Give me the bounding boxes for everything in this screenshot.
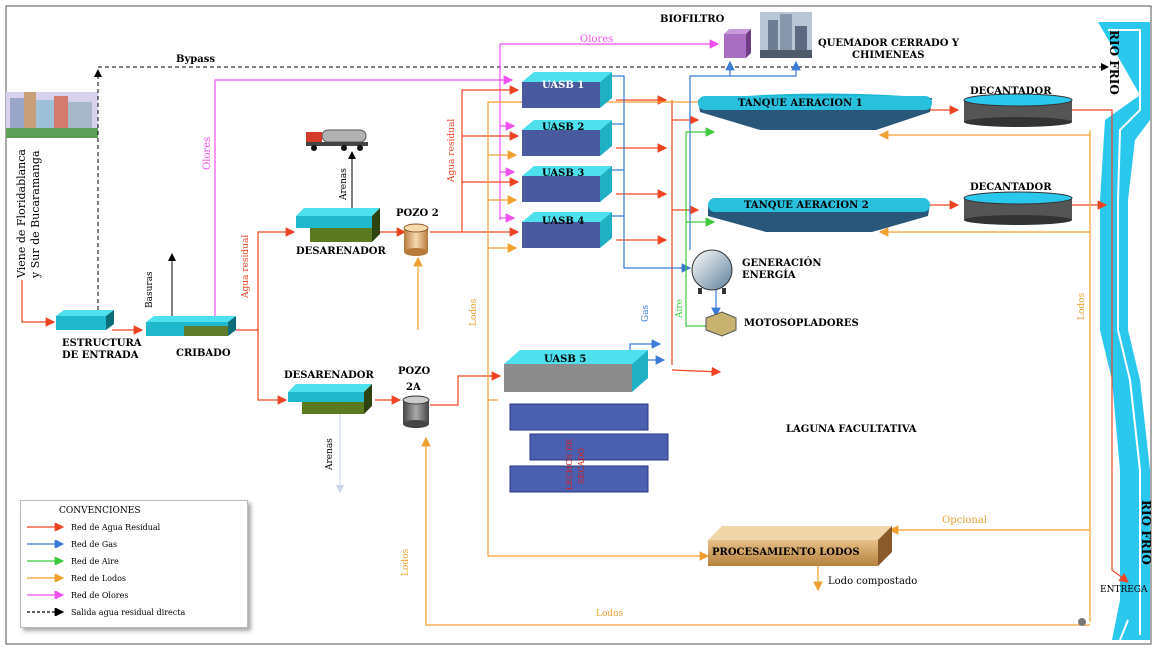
opcional-label: Opcional <box>942 515 988 526</box>
entrega-point <box>1078 618 1086 626</box>
cribado-block <box>146 316 236 336</box>
biofiltro-label: BIOFILTRO <box>660 14 725 25</box>
city-skyline-icon <box>760 12 812 58</box>
legend-item: Red de Lodos <box>25 574 245 586</box>
uasb5-label: UASB 5 <box>544 354 587 365</box>
legend-item: Red de Aire <box>25 557 245 569</box>
generacion-energia-sphere <box>691 249 733 294</box>
procesamiento-lodos-block <box>708 526 892 566</box>
olores-lines <box>214 39 720 318</box>
legend-label: Salida agua residual directa <box>71 608 186 617</box>
pozo-2a-cylinder <box>402 395 430 428</box>
tanque-aeracion-2 <box>708 198 930 232</box>
uasb3-label: UASB 3 <box>542 168 585 179</box>
uasb2-label: UASB 2 <box>542 122 585 133</box>
uasb-5-block <box>504 350 648 392</box>
lodos-label-2: Lodos <box>1077 292 1087 320</box>
legend-label: Red de Aire <box>71 557 119 566</box>
legend-title: CONVENCIONES <box>59 506 141 516</box>
uasb1-label: UASB 1 <box>542 80 585 91</box>
motosopladores-icon <box>705 311 737 337</box>
entrada-label: DE ENTRADA <box>62 350 139 361</box>
rio-frio-bottom-label: RIO FRIO <box>1139 500 1153 565</box>
decantador-2-label: DECANTADOR <box>970 182 1052 193</box>
estructura-label: ESTRUCTURA <box>62 338 142 349</box>
laguna-label: LAGUNA FACULTATIVA <box>786 424 917 435</box>
pozo-2-cylinder <box>403 223 429 256</box>
pozo2a-label-2: 2A <box>406 382 421 393</box>
lechos-secado-blocks <box>509 403 669 493</box>
lodos-label-4: Lodos <box>596 609 624 619</box>
uasb-4-block <box>522 212 612 248</box>
lodo-compostado-label: Lodo compostado <box>828 576 918 587</box>
pozo2-label: POZO 2 <box>396 208 439 219</box>
viene-label-2: y Sur de Bucaramanga <box>29 150 42 278</box>
arenas-label-2: Arenas <box>325 438 335 470</box>
legend-label: Red de Gas <box>71 540 118 549</box>
legend-item: Red de Olores <box>25 591 245 603</box>
frame <box>5 5 1152 645</box>
legend-label: Red de Olores <box>71 591 129 600</box>
tanque-aeracion-1 <box>698 93 932 130</box>
decantador-2-cylinder <box>963 191 1073 225</box>
viene-label-1: Viene de Floridablanca <box>15 149 28 278</box>
estructura-entrada-block <box>56 310 114 330</box>
decantador-1-label: DECANTADOR <box>970 86 1052 97</box>
lechos-label-1: LECHOS DE <box>565 438 574 490</box>
legend: CONVENCIONES Red de Agua Residual Red de… <box>20 500 248 628</box>
arenas-label-1: Arenas <box>339 168 349 200</box>
lechos-label-2: SECADO <box>577 447 586 484</box>
agua-residual-lines <box>21 85 1129 583</box>
uasb-3-block <box>522 166 612 202</box>
desarenador-2-label: DESARENADOR <box>284 370 374 381</box>
quemador-label: QUEMADOR CERRADO Y <box>818 38 960 49</box>
aire-label: Aire <box>675 298 685 318</box>
basuras-label: Basuras <box>145 271 155 308</box>
gas-label: Gas <box>641 304 651 322</box>
procesamiento-label: PROCESAMIENTO LODOS <box>712 547 860 558</box>
town-icon <box>6 92 98 138</box>
uasb-1-block <box>522 72 612 108</box>
olores-label-side: Olores <box>202 136 213 170</box>
tanque2-label: TANQUE AERACION 2 <box>744 200 869 211</box>
desarenador-2-block <box>288 384 372 414</box>
rio-frio-top-label: RIO FRIO <box>1107 30 1121 95</box>
biofiltro-block <box>724 29 751 58</box>
tanque1-label: TANQUE AERACION 1 <box>738 98 863 109</box>
olores-label-top: Olores <box>580 34 614 45</box>
energia-label: ENERGÍA <box>742 270 796 281</box>
legend-item: Red de Gas <box>25 540 245 552</box>
agua-residual-label-2: Agua residual <box>447 118 457 182</box>
legend-item: Salida agua residual directa <box>25 608 245 620</box>
tanker-truck-icon <box>306 129 368 151</box>
entrega-label: ENTREGA <box>1100 585 1148 595</box>
river <box>1098 22 1150 641</box>
lodos-label-3: Lodos <box>401 548 411 576</box>
bypass-label: Bypass <box>176 54 215 65</box>
legend-label: Red de Agua Residual <box>71 523 161 532</box>
agua-residual-label-1: Agua residual <box>241 234 251 298</box>
generacion-label: GENERACIÓN <box>742 258 822 269</box>
decantador-1-cylinder <box>963 93 1073 127</box>
motosopladores-label: MOTOSOPLADORES <box>744 318 859 329</box>
legend-item: Red de Agua Residual <box>25 523 245 535</box>
chimeneas-label: CHIMENEAS <box>852 50 925 61</box>
legend-label: Red de Lodos <box>71 574 126 583</box>
uasb-2-block <box>522 120 612 156</box>
lodos-label-1: Lodos <box>469 298 479 326</box>
pozo2a-label-1: POZO <box>398 366 431 377</box>
bypass-line <box>94 63 1109 310</box>
desarenador-1-block <box>296 208 380 242</box>
aire-lines <box>685 127 716 327</box>
uasb4-label: UASB 4 <box>542 216 585 227</box>
cribado-label: CRIBADO <box>176 348 231 359</box>
desarenador-1-label: DESARENADOR <box>296 246 386 257</box>
